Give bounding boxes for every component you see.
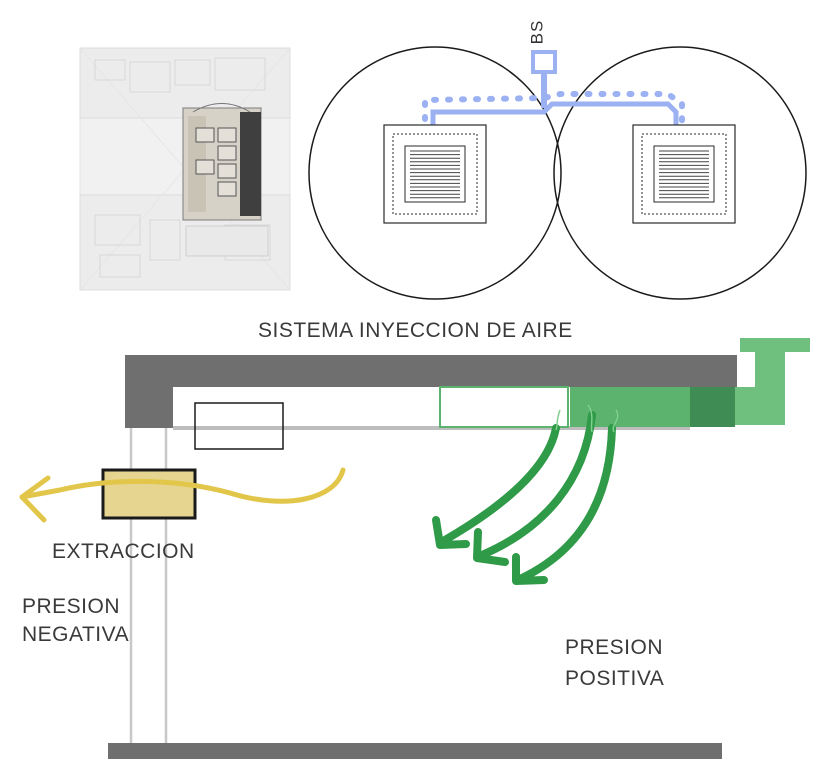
presion-positiva-line2: POSITIVA xyxy=(565,667,665,690)
extraction-box xyxy=(101,468,197,520)
presion-negativa-line1: PRESION xyxy=(22,595,121,618)
floor-plan-thumbnail xyxy=(79,47,291,291)
extraccion-label: EXTRACCION xyxy=(52,540,195,563)
presion-negativa-line2: NEGATIVA xyxy=(22,623,130,646)
ceiling-slab xyxy=(125,355,737,430)
supply-arrows xyxy=(432,411,616,585)
cassette-unit-right xyxy=(632,124,736,224)
refrigerant-lines xyxy=(422,50,685,136)
floor-slab xyxy=(108,743,722,759)
cassette-unit-left xyxy=(383,124,487,224)
sistema-inyeccion-label: SISTEMA INYECCION DE AIRE xyxy=(258,319,573,342)
presion-positiva-line1: PRESION xyxy=(565,636,664,659)
ceiling-return-box xyxy=(194,402,284,450)
bs-label: BS xyxy=(527,19,547,45)
extraction-arrow xyxy=(19,467,346,523)
coverage-circles xyxy=(308,46,807,300)
